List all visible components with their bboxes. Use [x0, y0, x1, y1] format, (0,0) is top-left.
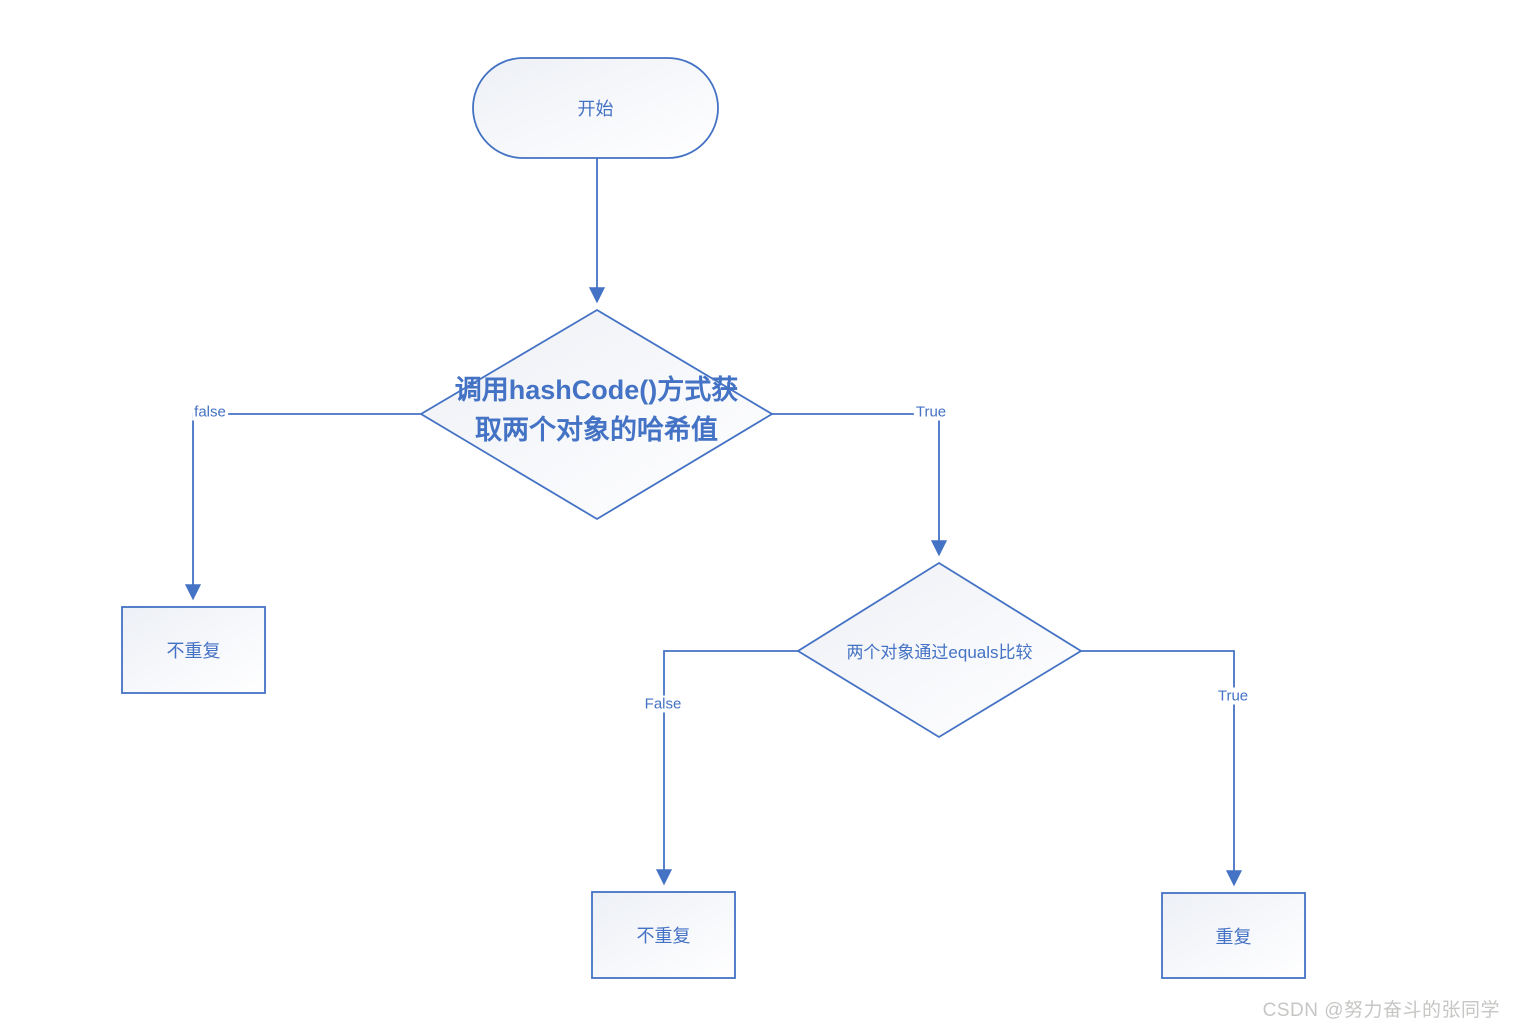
edge-label-hash-false: false — [192, 403, 228, 421]
csdn-watermark: CSDN @努力奋斗的张同学 — [1262, 1000, 1500, 1021]
edge-equals-true — [1081, 650, 1243, 887]
edge-hash-true — [772, 413, 948, 557]
edge-equals-false — [655, 650, 798, 886]
hash-decision-shape — [419, 308, 774, 521]
no-dup-left-shape — [121, 606, 266, 694]
edge-label-equals-true: True — [1215, 687, 1251, 705]
edge-label-equals-false: False — [642, 695, 684, 713]
equals-decision-shape — [796, 561, 1083, 739]
dup-right-shape — [1161, 892, 1306, 979]
edge-label-hash-true: True — [913, 403, 949, 421]
edge-hash-false — [184, 413, 421, 601]
start-node-shape — [472, 57, 719, 159]
no-dup-middle-shape — [591, 891, 736, 979]
